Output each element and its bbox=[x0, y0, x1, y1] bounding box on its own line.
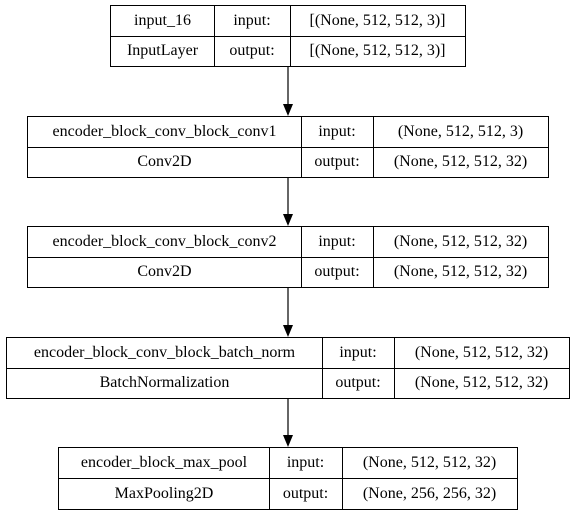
input-shape: (None, 512, 512, 3) bbox=[397, 123, 524, 140]
column-divider bbox=[290, 6, 291, 66]
row-divider bbox=[111, 36, 465, 37]
layer-node-batch-norm: encoder_block_conv_block_batch_norm Batc… bbox=[6, 337, 570, 399]
row-divider bbox=[7, 368, 569, 369]
input-label: input: bbox=[318, 123, 356, 140]
edge-arrow-1 bbox=[283, 67, 293, 116]
layer-name: encoder_block_max_pool bbox=[80, 454, 248, 471]
layer-type: Conv2D bbox=[137, 263, 192, 280]
column-divider bbox=[269, 448, 270, 509]
output-shape: (None, 512, 512, 32) bbox=[393, 153, 528, 170]
layer-type: MaxPooling2D bbox=[114, 484, 214, 502]
layer-node-input-16: input_16 InputLayer input: output: [(Non… bbox=[110, 5, 466, 67]
column-divider bbox=[373, 227, 374, 287]
edge-arrow-4 bbox=[283, 399, 293, 447]
column-divider bbox=[322, 338, 323, 398]
layer-name: encoder_block_conv_block_conv1 bbox=[52, 123, 277, 140]
layer-type: Conv2D bbox=[137, 153, 192, 170]
layer-type: InputLayer bbox=[126, 42, 199, 59]
column-divider bbox=[373, 117, 374, 177]
edge-arrow-2 bbox=[283, 178, 293, 226]
layer-node-max-pool: encoder_block_max_pool MaxPooling2D inpu… bbox=[58, 447, 518, 510]
layer-name: encoder_block_conv_block_batch_norm bbox=[33, 344, 296, 361]
input-label: input: bbox=[318, 233, 356, 250]
column-divider bbox=[301, 227, 302, 287]
input-label: input: bbox=[339, 344, 377, 361]
row-divider bbox=[28, 147, 548, 148]
layer-type: BatchNormalization bbox=[99, 374, 230, 391]
layer-node-conv2: encoder_block_conv_block_conv2 Conv2D in… bbox=[27, 226, 549, 288]
output-label: output: bbox=[282, 484, 329, 502]
input-shape: (None, 512, 512, 32) bbox=[414, 344, 549, 361]
output-shape: (None, 512, 512, 32) bbox=[414, 374, 549, 391]
column-divider bbox=[342, 448, 343, 509]
column-divider bbox=[301, 117, 302, 177]
output-label: output: bbox=[229, 42, 275, 59]
layer-name: encoder_block_conv_block_conv2 bbox=[52, 233, 277, 250]
layer-node-conv1: encoder_block_conv_block_conv1 Conv2D in… bbox=[27, 116, 549, 178]
row-divider bbox=[59, 478, 517, 479]
output-label: output: bbox=[335, 374, 381, 391]
input-shape: (None, 512, 512, 32) bbox=[393, 233, 528, 250]
output-label: output: bbox=[314, 263, 360, 280]
edge-arrow-3 bbox=[283, 288, 293, 337]
output-shape: (None, 256, 256, 32) bbox=[362, 484, 497, 502]
input-shape: [(None, 512, 512, 3)] bbox=[309, 12, 446, 29]
input-label: input: bbox=[233, 12, 271, 29]
row-divider bbox=[28, 257, 548, 258]
column-divider bbox=[214, 6, 215, 66]
output-shape: (None, 512, 512, 32) bbox=[393, 263, 528, 280]
input-label: input: bbox=[286, 454, 325, 471]
column-divider bbox=[394, 338, 395, 398]
output-label: output: bbox=[314, 153, 360, 170]
input-shape: (None, 512, 512, 32) bbox=[362, 454, 497, 471]
output-shape: [(None, 512, 512, 3)] bbox=[309, 42, 446, 59]
layer-name: input_16 bbox=[134, 12, 191, 29]
